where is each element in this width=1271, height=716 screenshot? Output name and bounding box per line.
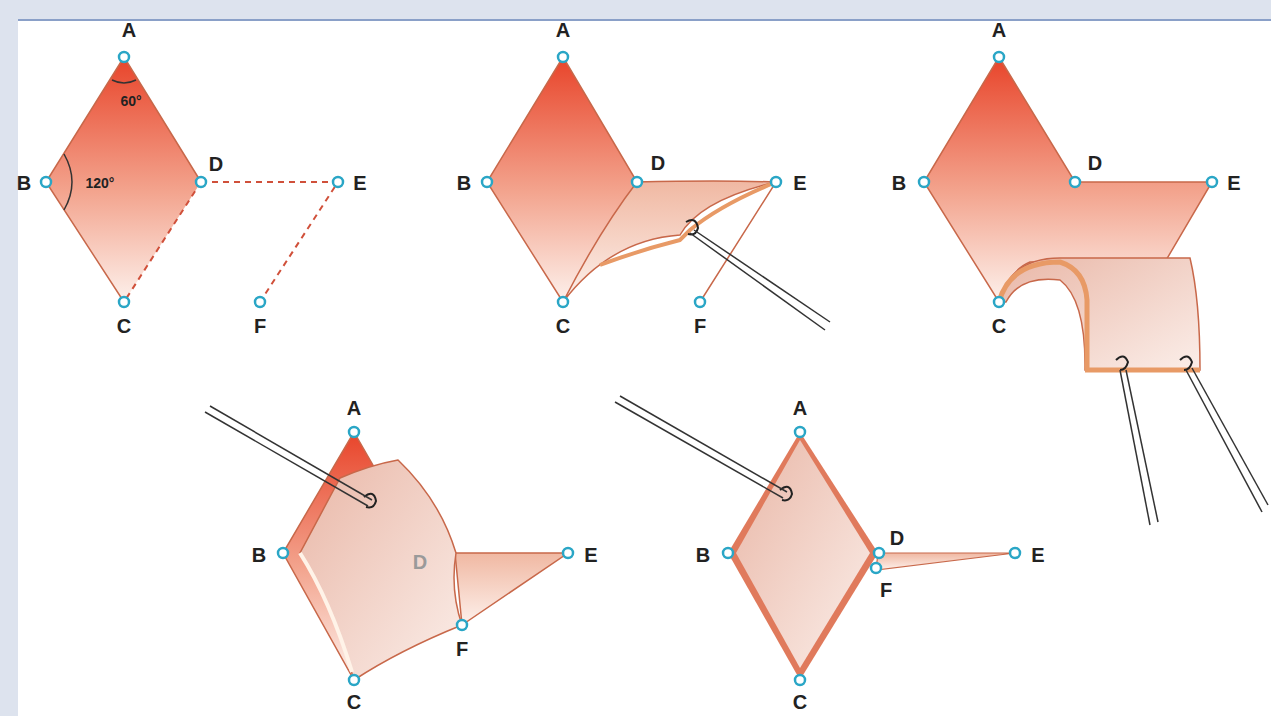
skin-hook <box>1180 356 1192 370</box>
forceps <box>694 230 830 322</box>
point-marker <box>632 177 642 187</box>
point-label: E <box>1227 173 1240 193</box>
flap-edge <box>600 182 776 265</box>
point-marker <box>1010 548 1020 558</box>
point-marker <box>994 52 1004 62</box>
point-marker <box>919 177 929 187</box>
point-marker <box>278 548 288 558</box>
transposed-flap <box>300 460 462 680</box>
panel-one <box>46 57 338 302</box>
angle-label: 60° <box>120 94 141 108</box>
panel-five <box>615 396 1015 680</box>
point-marker <box>119 52 129 62</box>
flap-edge <box>300 553 352 672</box>
flap-edge <box>1085 368 1200 373</box>
point-label: A <box>556 20 570 40</box>
point-marker <box>349 675 359 685</box>
forceps <box>690 233 825 330</box>
forceps <box>1120 370 1150 525</box>
point-label: D <box>413 552 427 572</box>
point-label: D <box>1088 153 1102 173</box>
point-label: A <box>793 398 807 418</box>
donor-site <box>455 553 568 625</box>
point-label: D <box>890 528 904 548</box>
transposed-flap <box>999 258 1200 370</box>
point-marker <box>255 297 265 307</box>
point-label: C <box>992 316 1006 336</box>
point-label: F <box>694 316 706 336</box>
panel-two <box>487 57 830 330</box>
rhombus-outline <box>46 57 201 302</box>
point-label: C <box>117 316 131 336</box>
rhombus-defect <box>46 57 201 302</box>
top-rule <box>18 19 1271 21</box>
point-label: A <box>347 398 361 418</box>
point-marker <box>196 177 206 187</box>
panel-three <box>924 57 1268 525</box>
point-marker <box>457 620 467 630</box>
incision-line <box>201 182 338 302</box>
rhombus-border <box>728 432 878 680</box>
point-marker <box>349 427 359 437</box>
point-label: A <box>122 20 136 40</box>
point-marker <box>482 177 492 187</box>
point-label: E <box>353 173 366 193</box>
angle-arc <box>64 154 72 210</box>
point-label: C <box>347 692 361 712</box>
point-marker <box>871 563 881 573</box>
point-marker <box>1070 177 1080 187</box>
point-marker <box>795 427 805 437</box>
point-label: B <box>17 173 31 193</box>
point-marker <box>695 297 705 307</box>
forceps <box>1126 370 1158 522</box>
point-label: E <box>1031 545 1044 565</box>
point-marker <box>1207 177 1217 187</box>
raised-flap <box>563 181 776 302</box>
point-label: F <box>254 316 266 336</box>
point-label: B <box>696 545 710 565</box>
forceps <box>205 412 368 506</box>
point-label: C <box>793 692 807 712</box>
forceps <box>1186 370 1262 512</box>
incision-line <box>124 182 201 302</box>
point-marker <box>333 177 343 187</box>
flap-edge <box>999 262 1087 370</box>
point-marker <box>119 297 129 307</box>
point-marker <box>795 675 805 685</box>
point-label: B <box>457 173 471 193</box>
point-label: C <box>556 316 570 336</box>
point-marker <box>723 548 733 558</box>
forceps <box>1192 368 1268 505</box>
donor-closure <box>876 553 1015 570</box>
point-label: E <box>793 173 806 193</box>
panel-ground <box>18 20 1271 716</box>
point-label: F <box>456 639 468 659</box>
forceps <box>620 396 787 492</box>
forceps <box>615 402 783 498</box>
rhombus-defect <box>487 57 637 302</box>
point-label: F <box>880 580 892 600</box>
point-markers <box>41 52 1217 685</box>
forceps <box>210 406 372 500</box>
skin-hook <box>1116 356 1128 370</box>
angle-label: 120° <box>86 176 115 190</box>
point-marker <box>558 52 568 62</box>
point-label: E <box>584 545 597 565</box>
point-label: B <box>252 545 266 565</box>
point-marker <box>994 297 1004 307</box>
point-marker <box>41 177 51 187</box>
panel-four <box>205 406 568 680</box>
point-marker <box>771 177 781 187</box>
point-label: D <box>651 153 665 173</box>
point-marker <box>563 548 573 558</box>
angle-arc <box>112 80 136 83</box>
point-marker <box>874 548 884 558</box>
point-marker <box>558 297 568 307</box>
point-label: D <box>209 154 223 174</box>
point-label: A <box>992 20 1006 40</box>
point-label: B <box>892 173 906 193</box>
